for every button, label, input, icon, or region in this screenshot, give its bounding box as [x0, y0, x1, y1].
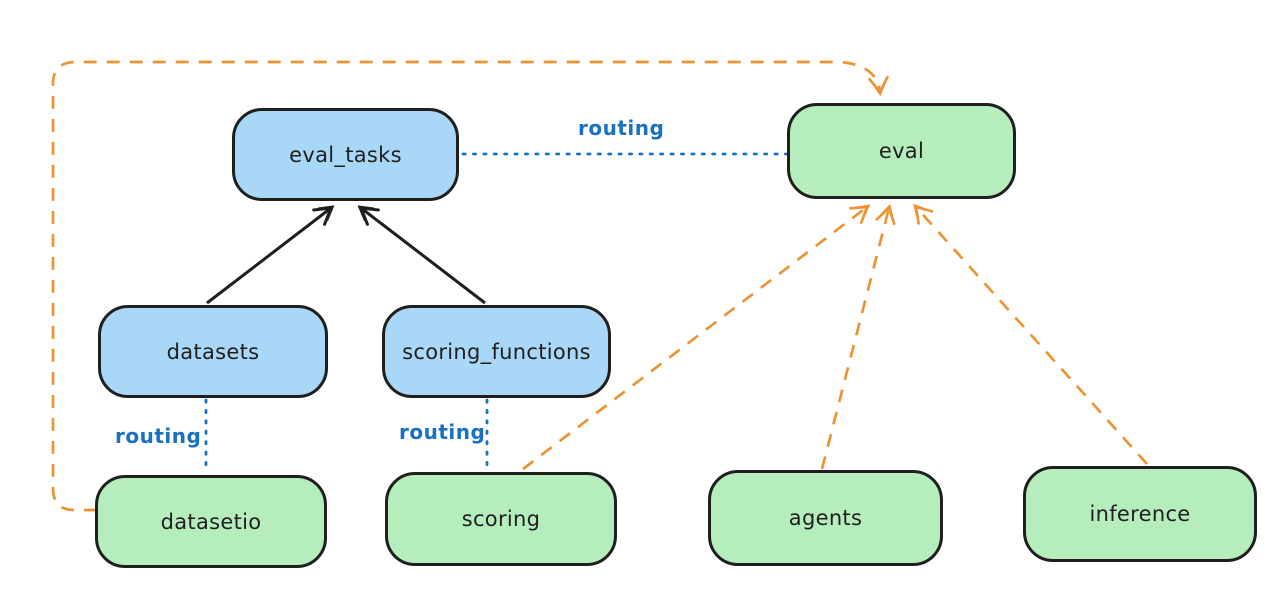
edge-scoring-to-eval	[522, 204, 871, 471]
edge-datasets-to-eval-tasks	[206, 205, 335, 305]
edge-datasetio-to-eval	[51, 60, 889, 512]
node-scoring-label: scoring	[461, 507, 541, 531]
edge-inference-to-eval	[913, 203, 1149, 465]
node-inference: inference	[1023, 466, 1257, 562]
node-eval-label: eval	[878, 139, 925, 163]
node-eval-tasks-label: eval_tasks	[289, 142, 402, 167]
node-agents: agents	[708, 470, 943, 566]
node-datasets-label: datasets	[166, 339, 260, 364]
node-scoring: scoring	[385, 472, 617, 566]
node-eval: eval	[787, 103, 1016, 199]
edge-label-routing-scoring: routing	[399, 420, 486, 444]
node-inference-label: inference	[1089, 502, 1191, 526]
edge-scoring-functions-to-eval-tasks	[357, 205, 486, 305]
node-eval-tasks: eval_tasks	[232, 108, 459, 201]
node-scoring-functions-label: scoring_functions	[402, 339, 591, 364]
node-datasets: datasets	[98, 305, 328, 398]
node-scoring-functions: scoring_functions	[382, 305, 611, 398]
edge-agents-to-eval	[820, 203, 896, 470]
node-datasetio-label: datasetio	[160, 509, 262, 534]
edge-label-routing-top: routing	[578, 116, 665, 140]
node-agents-label: agents	[788, 506, 863, 530]
edge-label-routing-datasets: routing	[115, 424, 202, 448]
node-datasetio: datasetio	[95, 475, 327, 568]
